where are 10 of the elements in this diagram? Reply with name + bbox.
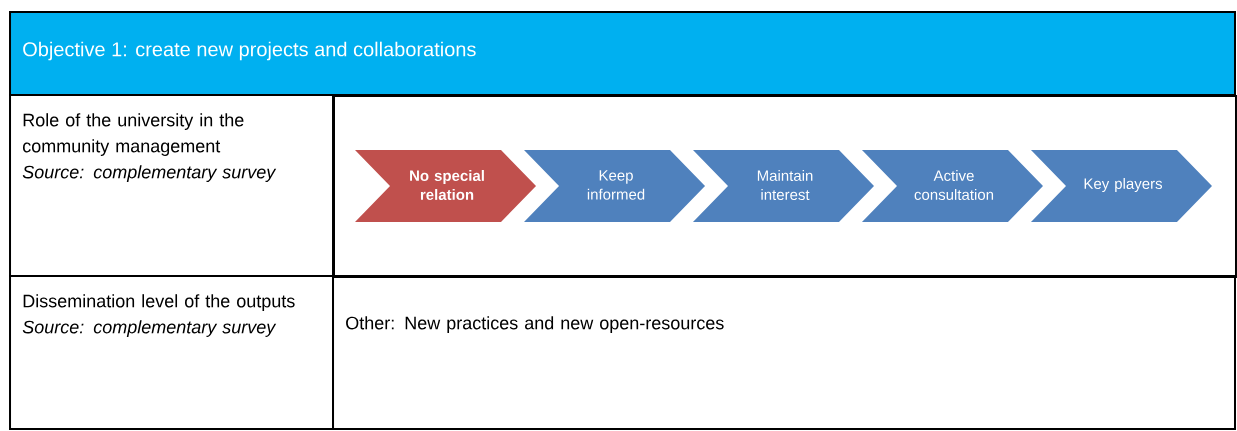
chevron-step: Keep informed [524,150,705,222]
table-cell: Role of the university in the community management Source: complementary survey [9,94,334,277]
table-cell [333,95,1237,278]
chevron-step: Key players [1031,150,1212,222]
table-cell: Dissemination level of the outputs Source: complementary survey [9,275,334,430]
chevron-step: Active consultation [862,150,1043,222]
chevron-step: Maintain interest [693,150,874,222]
table-cell: Other: New practices and new open-resources [332,275,1236,430]
header-band: Objective 1: create new projects and collaborations [9,11,1236,96]
chevron-step: No special relation [355,150,536,222]
